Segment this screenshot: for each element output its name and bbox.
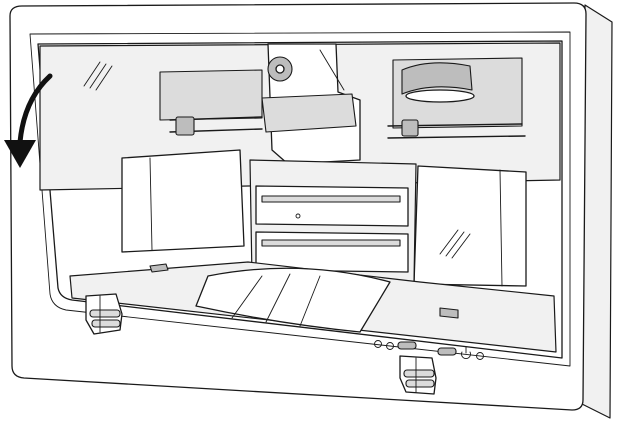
optical-drive-top — [255, 185, 409, 227]
door-open-arrow-head — [4, 140, 36, 168]
output-tray-groove-2 — [265, 273, 291, 323]
robotic-arm-knob-center — [275, 64, 285, 74]
output-tray-groove-3 — [299, 275, 321, 327]
optical-drive-top-eject — [295, 213, 301, 219]
right-bin-back-wall — [413, 165, 527, 287]
right-bin-tab — [439, 307, 459, 319]
drive-eject-button-1 — [397, 341, 417, 350]
optical-drive-top-slot — [261, 195, 401, 203]
right-spool-band — [405, 89, 475, 103]
rail-bracket-left — [175, 116, 195, 136]
right-cable-spool — [401, 62, 473, 95]
left-bin-tab — [149, 263, 169, 273]
power-icon — [461, 346, 471, 359]
door-open-arrow-icon — [17, 73, 53, 145]
cabinet-right-side — [581, 4, 613, 419]
left-bin-divider — [149, 157, 153, 251]
status-light-3 — [476, 352, 484, 360]
output-disc-tray — [195, 267, 391, 333]
reflection-icon-right — [439, 229, 471, 259]
status-light-2 — [386, 342, 394, 350]
hinge-icon-right — [399, 355, 437, 395]
rail-bracket-right — [401, 119, 419, 137]
optical-drive-bottom-slot — [261, 239, 401, 247]
cabinet-front-frame — [9, 2, 587, 411]
status-light-1 — [374, 340, 382, 348]
right-bin-divider — [499, 169, 503, 287]
rail-right-lower — [387, 135, 526, 139]
drive-eject-button-2 — [437, 347, 457, 356]
hinge-icon-left — [85, 293, 123, 335]
robotic-arm-head — [261, 93, 357, 133]
reflection-icon-left — [83, 61, 113, 91]
output-tray-groove-1 — [231, 275, 263, 319]
left-bin-back-wall — [121, 149, 245, 253]
robotic-arm-cable — [319, 49, 345, 91]
left-drive-frame — [159, 69, 263, 121]
